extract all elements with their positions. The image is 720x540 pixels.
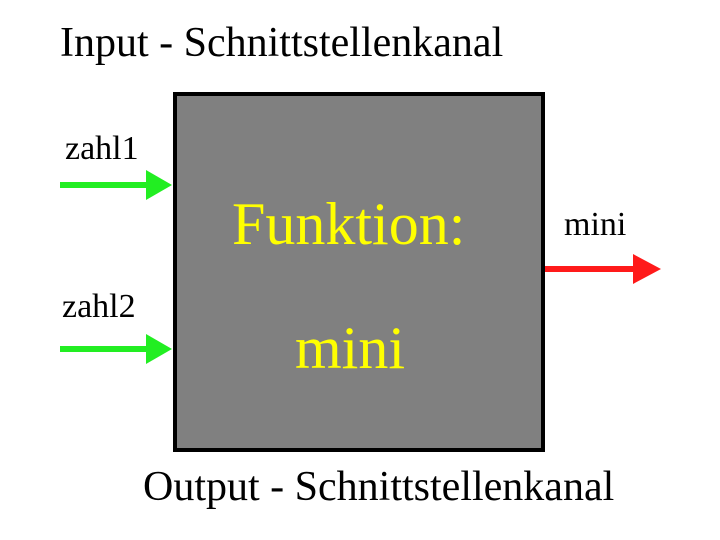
- input-label-zahl1: zahl1: [65, 130, 139, 167]
- input-arrow-zahl2: [60, 334, 172, 364]
- function-name: mini: [295, 315, 406, 381]
- function-box: Funktion: mini: [173, 92, 545, 452]
- function-title: Funktion:: [232, 191, 466, 257]
- input-channel-title: Input - Schnittstellenkanal: [60, 20, 504, 66]
- output-channel-title: Output - Schnittstellenkanal: [143, 464, 615, 510]
- input-arrow-zahl1: [60, 170, 172, 200]
- output-label-mini: mini: [564, 206, 627, 243]
- input-label-zahl2: zahl2: [62, 288, 136, 325]
- output-arrow-mini: [545, 254, 661, 284]
